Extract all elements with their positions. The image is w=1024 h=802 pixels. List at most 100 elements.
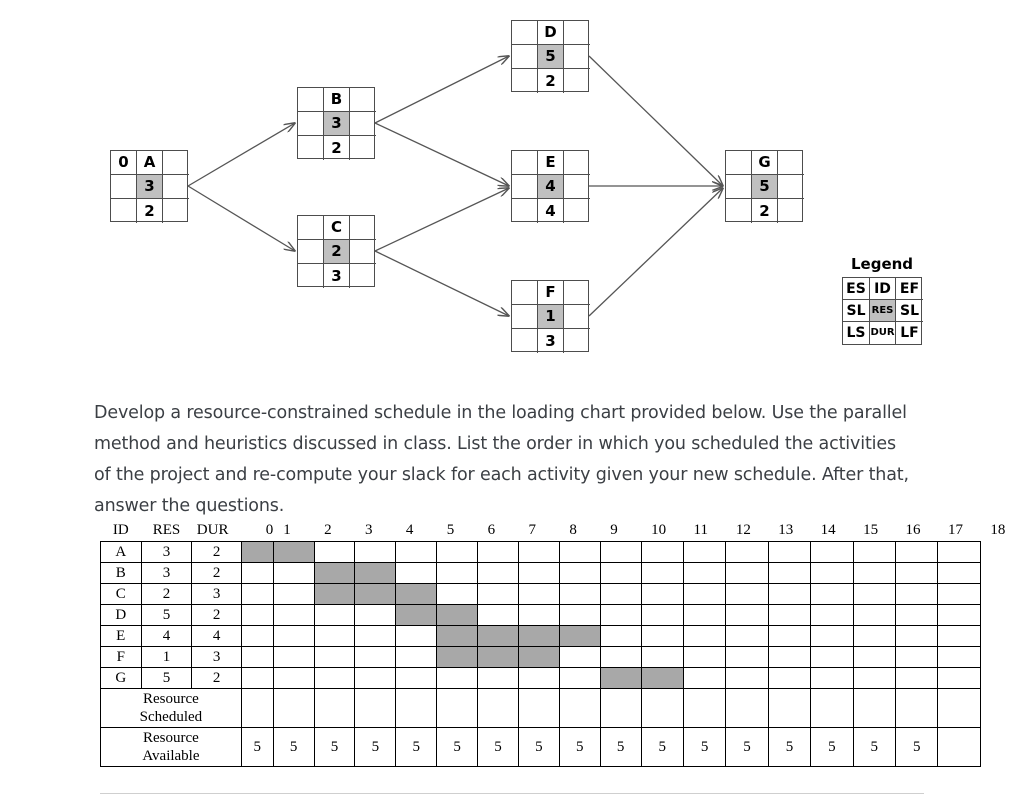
cell-b-t12[interactable]	[725, 562, 769, 584]
cell-e-t11[interactable]	[683, 625, 727, 647]
cell-a-t5[interactable]	[436, 541, 479, 563]
cell-g-t11[interactable]	[683, 667, 727, 689]
cell-b-t14[interactable]	[810, 562, 854, 584]
cell-c-t11[interactable]	[683, 583, 727, 605]
cell-f-t6[interactable]	[477, 646, 519, 668]
cell-d-t6[interactable]	[477, 604, 519, 626]
cell-c-t0[interactable]	[240, 583, 274, 605]
cell-a-t14[interactable]	[810, 541, 854, 563]
cell-e-t4[interactable]	[395, 625, 438, 647]
cell-g-t8[interactable]	[558, 667, 601, 689]
summary-available-t6[interactable]: 5	[477, 727, 519, 767]
cell-f-t12[interactable]	[725, 646, 769, 668]
cell-d-t4[interactable]	[395, 604, 438, 626]
cell-f-t3[interactable]	[354, 646, 397, 668]
cell-a-t6[interactable]	[477, 541, 519, 563]
summary-scheduled-t2[interactable]	[313, 688, 356, 728]
summary-scheduled-t17[interactable]	[937, 688, 981, 728]
cell-g-t12[interactable]	[725, 667, 769, 689]
cell-a-t4[interactable]	[395, 541, 438, 563]
cell-a-t2[interactable]	[313, 541, 356, 563]
cell-b-t17[interactable]	[937, 562, 981, 584]
cell-a-t3[interactable]	[354, 541, 397, 563]
cell-g-t10[interactable]	[640, 667, 685, 689]
cell-b-t0[interactable]	[240, 562, 274, 584]
cell-e-t2[interactable]	[313, 625, 356, 647]
summary-scheduled-t9[interactable]	[599, 688, 642, 728]
cell-b-t9[interactable]	[599, 562, 642, 584]
summary-scheduled-t4[interactable]	[395, 688, 438, 728]
cell-g-t13[interactable]	[767, 667, 812, 689]
cell-d-t15[interactable]	[852, 604, 897, 626]
cell-c-t5[interactable]	[436, 583, 479, 605]
cell-c-t2[interactable]	[313, 583, 356, 605]
summary-scheduled-t3[interactable]	[354, 688, 397, 728]
cell-a-t11[interactable]	[683, 541, 727, 563]
cell-g-t17[interactable]	[937, 667, 981, 689]
cell-a-t17[interactable]	[937, 541, 981, 563]
cell-d-t12[interactable]	[725, 604, 769, 626]
cell-f-t8[interactable]	[558, 646, 601, 668]
cell-g-t16[interactable]	[895, 667, 939, 689]
summary-available-t14[interactable]: 5	[810, 727, 854, 767]
cell-g-t2[interactable]	[313, 667, 356, 689]
cell-f-t17[interactable]	[937, 646, 981, 668]
summary-scheduled-t1[interactable]	[272, 688, 315, 728]
cell-f-t7[interactable]	[517, 646, 560, 668]
cell-f-t1[interactable]	[272, 646, 315, 668]
cell-b-t10[interactable]	[640, 562, 685, 584]
summary-scheduled-t15[interactable]	[852, 688, 897, 728]
cell-d-t11[interactable]	[683, 604, 727, 626]
cell-b-t11[interactable]	[683, 562, 727, 584]
cell-b-t2[interactable]	[313, 562, 356, 584]
summary-scheduled-t0[interactable]	[240, 688, 274, 728]
cell-e-t7[interactable]	[517, 625, 560, 647]
cell-d-t10[interactable]	[640, 604, 685, 626]
cell-d-t3[interactable]	[354, 604, 397, 626]
summary-available-t10[interactable]: 5	[640, 727, 685, 767]
summary-available-t11[interactable]: 5	[683, 727, 727, 767]
cell-a-t9[interactable]	[599, 541, 642, 563]
summary-available-t13[interactable]: 5	[767, 727, 812, 767]
cell-e-t9[interactable]	[599, 625, 642, 647]
summary-scheduled-t13[interactable]	[767, 688, 812, 728]
cell-d-t16[interactable]	[895, 604, 939, 626]
summary-scheduled-t7[interactable]	[517, 688, 560, 728]
cell-f-t2[interactable]	[313, 646, 356, 668]
cell-a-t0[interactable]	[240, 541, 274, 563]
cell-b-t8[interactable]	[558, 562, 601, 584]
cell-g-t6[interactable]	[477, 667, 519, 689]
summary-available-t17[interactable]	[937, 727, 981, 767]
cell-d-t9[interactable]	[599, 604, 642, 626]
cell-d-t1[interactable]	[272, 604, 315, 626]
summary-available-t3[interactable]: 5	[354, 727, 397, 767]
cell-e-t10[interactable]	[640, 625, 685, 647]
cell-d-t7[interactable]	[517, 604, 560, 626]
summary-available-t5[interactable]: 5	[436, 727, 479, 767]
cell-c-t7[interactable]	[517, 583, 560, 605]
cell-b-t6[interactable]	[477, 562, 519, 584]
cell-e-t17[interactable]	[937, 625, 981, 647]
cell-c-t12[interactable]	[725, 583, 769, 605]
summary-available-t1[interactable]: 5	[272, 727, 315, 767]
cell-e-t15[interactable]	[852, 625, 897, 647]
cell-g-t4[interactable]	[395, 667, 438, 689]
cell-d-t2[interactable]	[313, 604, 356, 626]
cell-e-t12[interactable]	[725, 625, 769, 647]
cell-g-t9[interactable]	[599, 667, 642, 689]
cell-e-t6[interactable]	[477, 625, 519, 647]
cell-d-t5[interactable]	[436, 604, 479, 626]
cell-b-t4[interactable]	[395, 562, 438, 584]
cell-g-t1[interactable]	[272, 667, 315, 689]
summary-scheduled-t16[interactable]	[895, 688, 939, 728]
cell-b-t7[interactable]	[517, 562, 560, 584]
summary-scheduled-t8[interactable]	[558, 688, 601, 728]
summary-available-t0[interactable]: 5	[240, 727, 274, 767]
summary-scheduled-t6[interactable]	[477, 688, 519, 728]
cell-e-t1[interactable]	[272, 625, 315, 647]
cell-b-t16[interactable]	[895, 562, 939, 584]
cell-a-t15[interactable]	[852, 541, 897, 563]
summary-scheduled-t10[interactable]	[640, 688, 685, 728]
cell-a-t12[interactable]	[725, 541, 769, 563]
cell-c-t4[interactable]	[395, 583, 438, 605]
